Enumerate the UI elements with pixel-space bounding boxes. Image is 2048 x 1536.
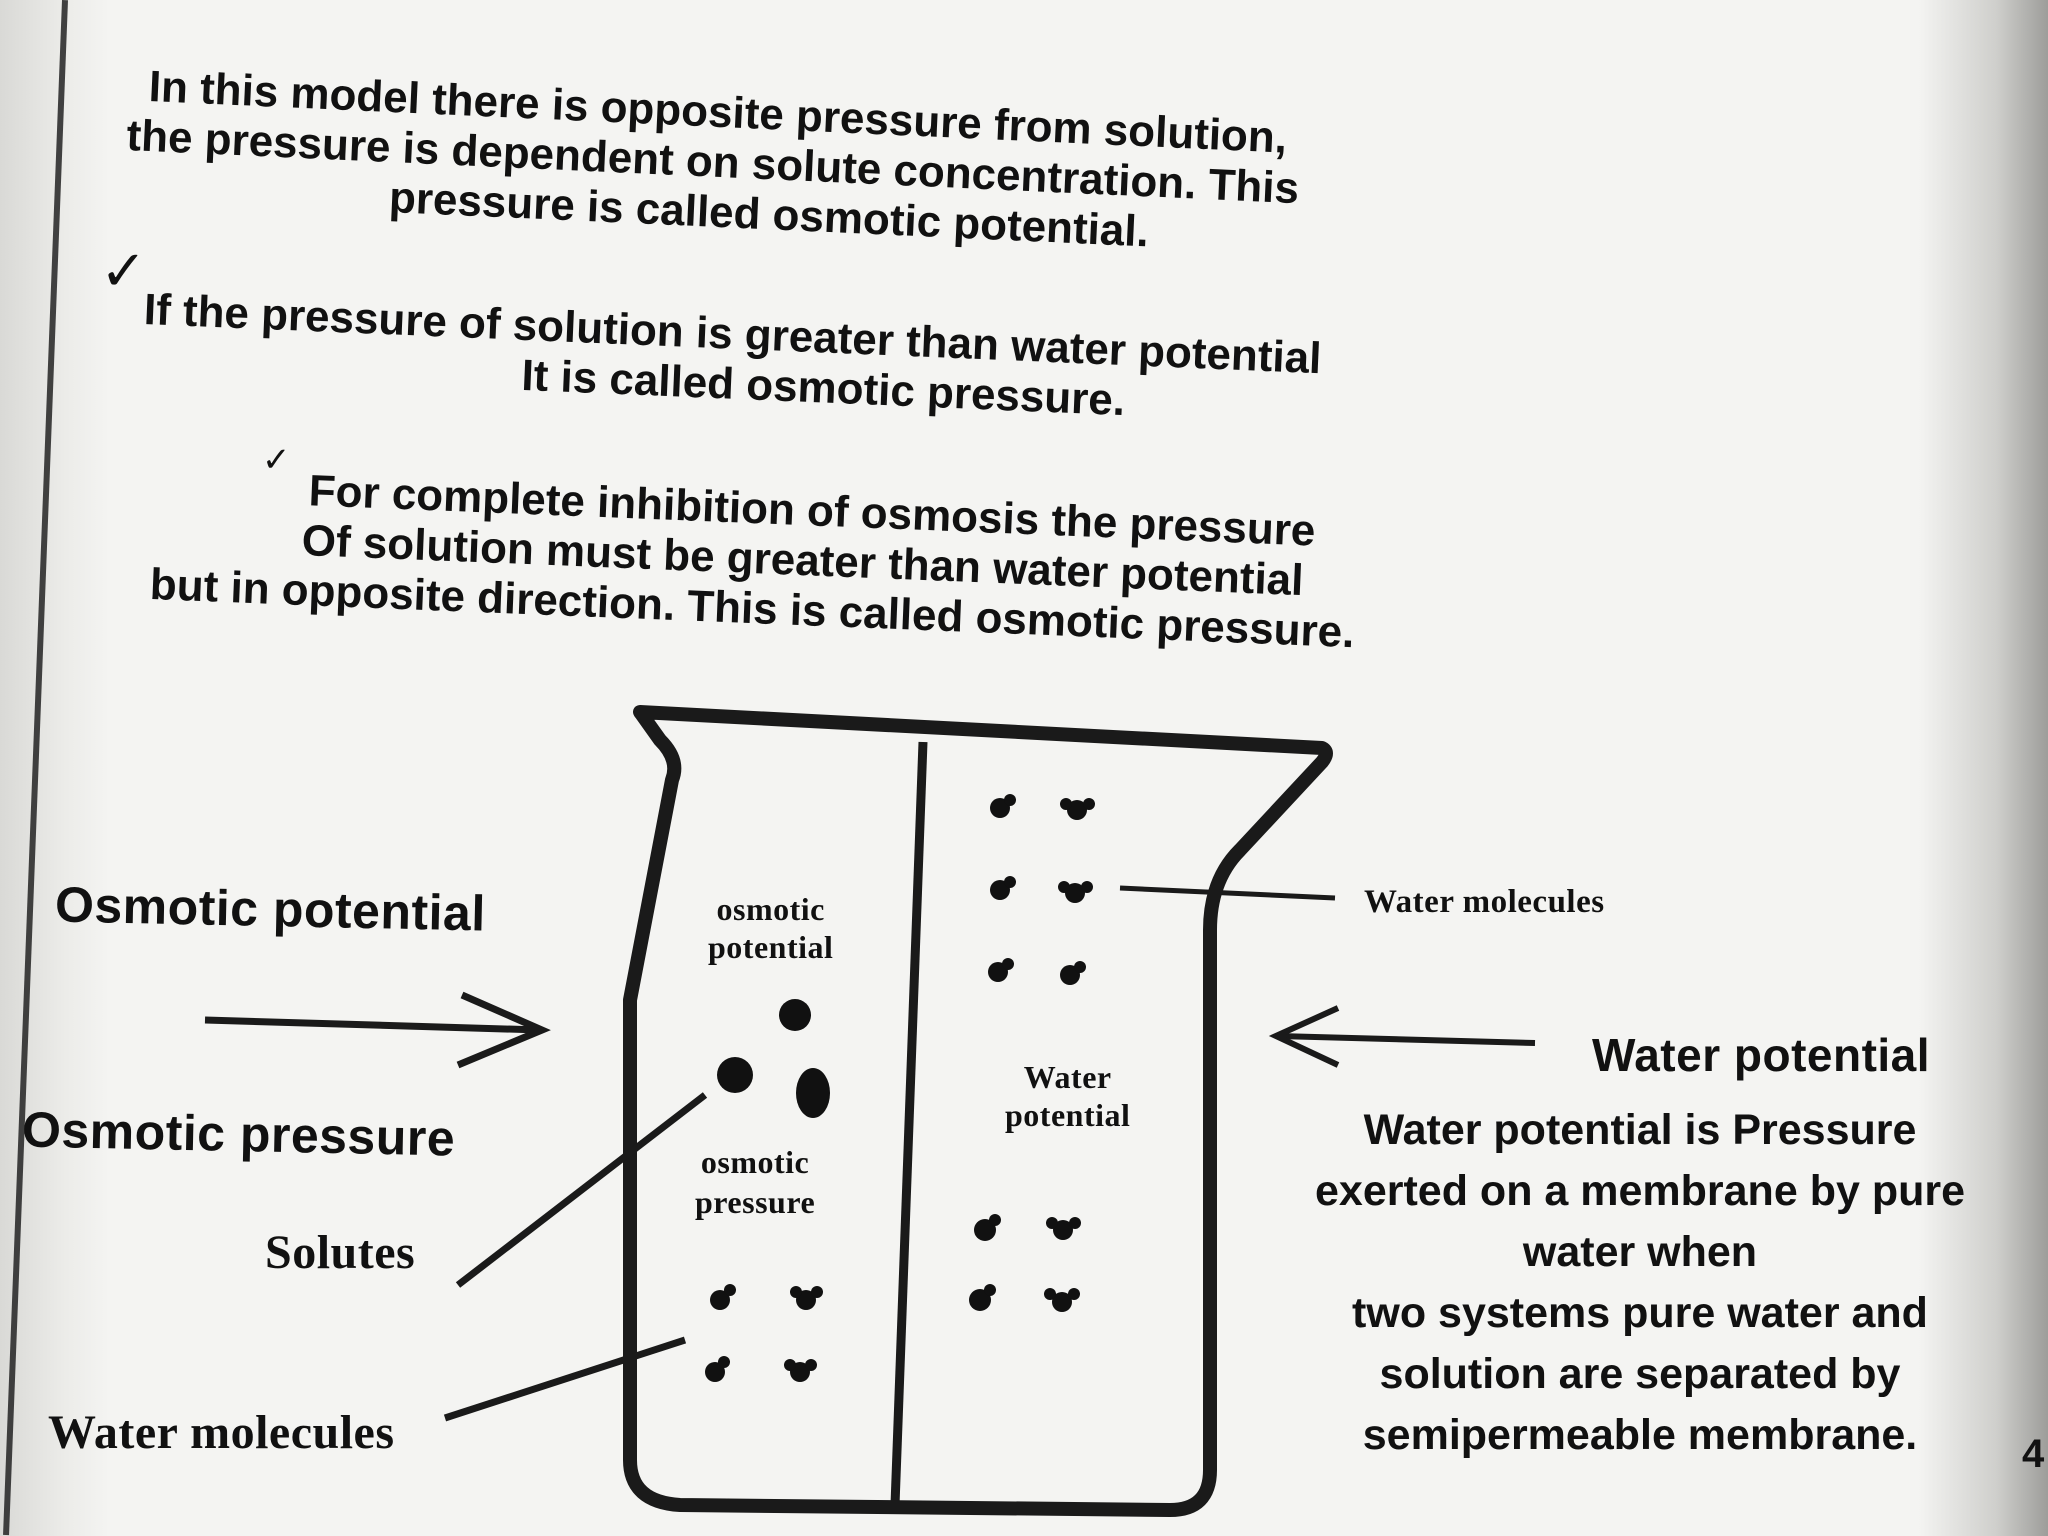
solutes-label: Solutes	[265, 1226, 416, 1279]
text-line: exerted on a membrane by pure	[1315, 1167, 1965, 1215]
text-line: pressure	[695, 1184, 816, 1220]
water-potential-arrowhead	[1268, 1005, 1340, 1068]
beaker-outline	[623, 705, 1333, 1517]
text-line: Water potential is Pressure	[1363, 1106, 1917, 1154]
water-molecules-left	[705, 1284, 823, 1382]
scan-shadow-right	[1918, 0, 2048, 1536]
beaker-water-potential-label: Water potential	[1005, 1058, 1130, 1134]
water-molecules-label: Water molecules	[48, 1406, 395, 1459]
text-line: solution are separated by	[1379, 1350, 1901, 1398]
solute-particle	[779, 999, 811, 1031]
text-line: semipermeable membrane.	[1362, 1411, 1918, 1459]
right-water-molecules-label: Water molecules	[1364, 884, 1605, 920]
osmotic-pressure-label: Osmotic pressure	[21, 1101, 456, 1167]
checkmark-icon: ✓	[262, 441, 291, 479]
solutes-leader-line	[455, 1092, 708, 1288]
text-line: water when	[1522, 1228, 1758, 1276]
osmotic-potential-arrow-shaft	[204, 1016, 541, 1034]
water-potential-definition: Water potential is Pressure exerted on a…	[1240, 1100, 2040, 1466]
semipermeable-membrane	[890, 741, 928, 1506]
text-line: potential	[708, 929, 834, 965]
text-line: osmotic	[716, 891, 825, 927]
solute-particle	[717, 1057, 753, 1093]
solute-particle	[796, 1068, 830, 1118]
beaker-osmotic-potential-label: osmotic potential	[708, 890, 833, 966]
beaker-osmotic-pressure-label: osmotic pressure	[695, 1142, 815, 1222]
page-number: 4	[2022, 1432, 2045, 1476]
checkmark-icon: ✓	[100, 239, 147, 302]
right-water-molecules-leader-line	[1119, 885, 1336, 901]
text-line: potential	[1005, 1097, 1131, 1133]
water-molecules-right-upper	[988, 794, 1095, 985]
osmotic-potential-label: Osmotic potential	[54, 876, 487, 942]
water-potential-arrow-shaft	[1277, 1033, 1536, 1046]
text-line: Water	[1023, 1059, 1112, 1095]
text-line: two systems pure water and	[1352, 1289, 1928, 1337]
water-molecules-right-lower	[969, 1214, 1081, 1312]
text-line: osmotic	[700, 1144, 810, 1180]
water-potential-label: Water potential	[1592, 1029, 1931, 1081]
osmotic-potential-arrowhead	[456, 991, 551, 1069]
water-molecules-leader-line	[443, 1336, 687, 1422]
